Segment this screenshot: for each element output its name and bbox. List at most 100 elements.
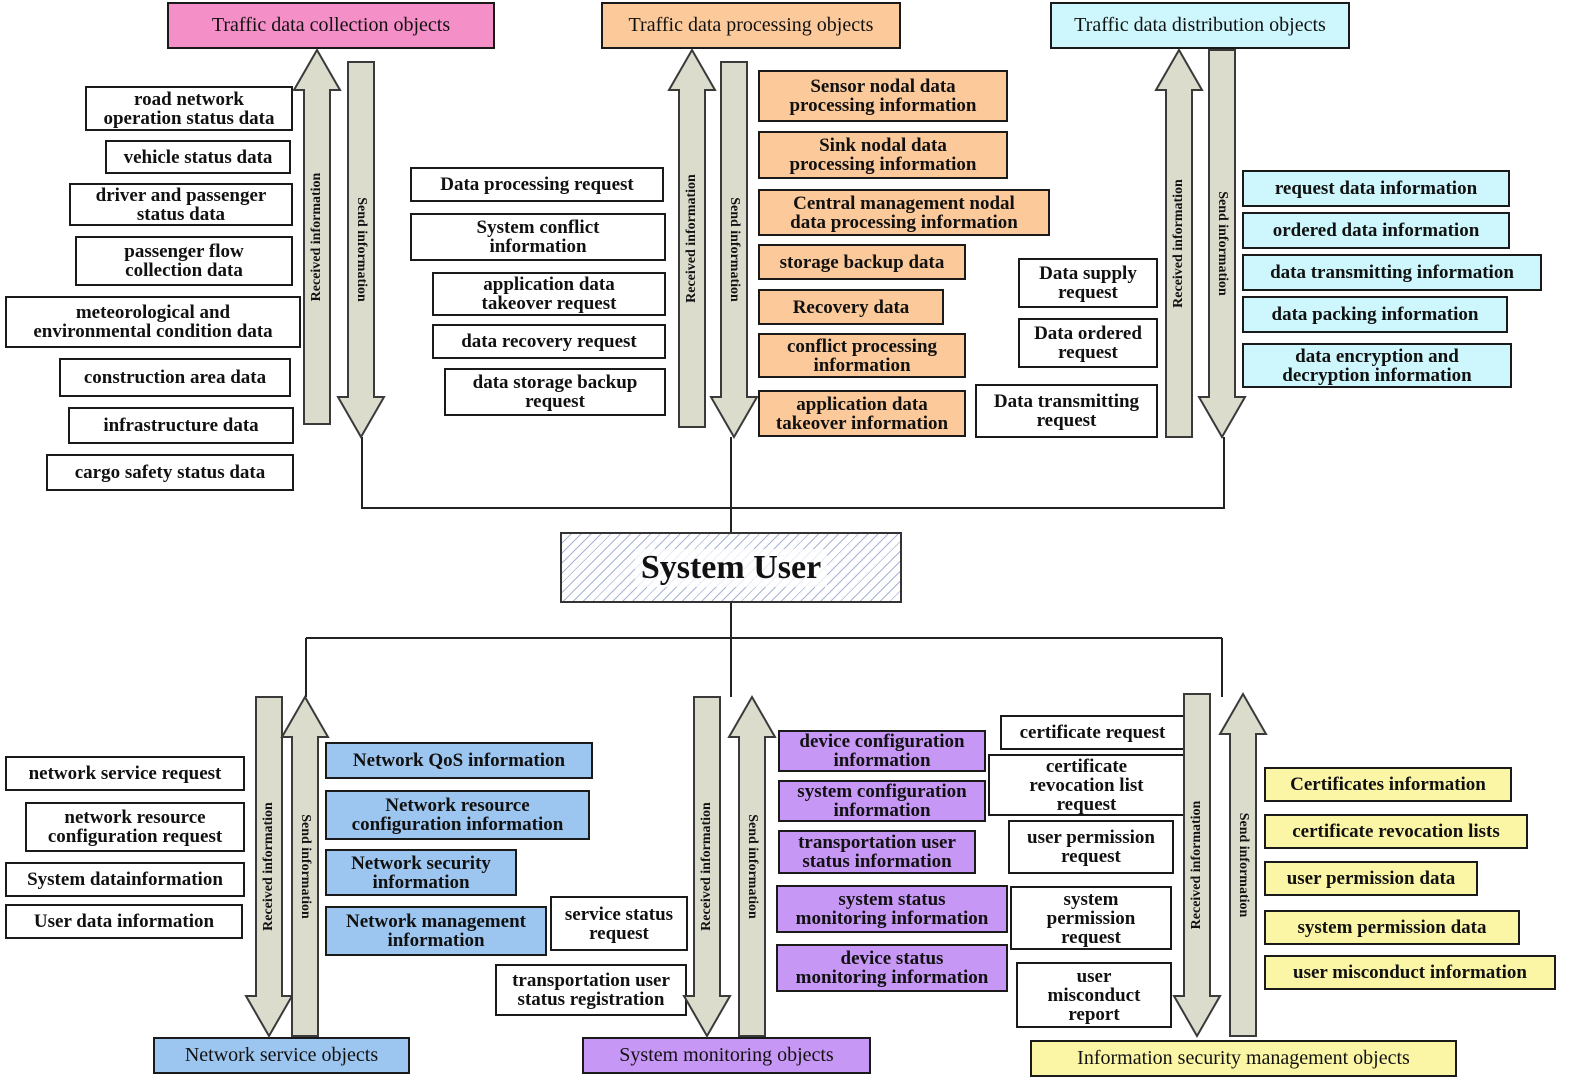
network-received-item: User data information [5, 904, 243, 939]
network-received-label: System datainformation [27, 869, 223, 890]
processing-send-item: application data takeover information [758, 390, 966, 437]
processing-received-label: Data processing request [440, 174, 634, 195]
security-received-label: user misconduct report [1047, 965, 1141, 1025]
network-received-item: network resource configuration request [25, 802, 245, 852]
security-received-item: user permission request [1008, 820, 1174, 874]
security-received-label: user permission request [1027, 827, 1155, 867]
header-network: Network service objects [153, 1037, 410, 1074]
security-send-item: user misconduct information [1264, 955, 1556, 990]
processing-send-label: storage backup data [779, 251, 945, 273]
network-send-item: Network management information [325, 906, 547, 956]
security-send-label: Certificates information [1290, 774, 1486, 795]
network-received-label: network resource configuration request [47, 807, 223, 847]
header-monitoring: System monitoring objects [582, 1037, 871, 1074]
monitoring-send-item: system configuration information [778, 780, 986, 822]
collection-item: infrastructure data [68, 407, 294, 444]
monitoring-send-item: transportation user status information [778, 830, 976, 874]
distribution-send-item: ordered data information [1242, 212, 1510, 249]
processing-send-label: application data takeover information [775, 393, 949, 434]
monitoring-received-label: service status request [564, 903, 674, 944]
security-received-item: user misconduct report [1016, 962, 1172, 1028]
processing-send-label: Sensor nodal data processing information [789, 76, 977, 116]
distribution-received-item: Data ordered request [1018, 318, 1158, 368]
collection-item: meteorological and environmental conditi… [5, 296, 301, 348]
network-send-item: Network QoS information [325, 742, 593, 779]
collection-item-label: vehicle status data [123, 146, 273, 168]
network-send-label: Network management information [346, 911, 526, 951]
monitoring-send-label: transportation user status information [798, 832, 956, 872]
collection-item-label: construction area data [83, 367, 267, 388]
security-received-item: certificate revocation list request [988, 754, 1185, 816]
processing-received-label: data recovery request [461, 331, 637, 352]
network-send-label: Network QoS information [352, 750, 566, 771]
distribution-received-label: Data ordered request [1034, 323, 1142, 363]
processing-received-label: System conflict information [476, 217, 600, 257]
distribution-received-label: Data supply request [1039, 263, 1137, 303]
processing-send-item: conflict processing information [758, 333, 966, 378]
security-send-item: certificate revocation lists [1264, 814, 1528, 849]
header-security: Information security management objects [1030, 1040, 1457, 1077]
processing-received-item: Data processing request [410, 167, 664, 202]
distribution-received-label: Data transmitting request [993, 391, 1140, 431]
collection-item: construction area data [59, 358, 291, 397]
monitoring-send-item: device status monitoring information [776, 944, 1008, 992]
monitoring-received-label: transportation user status registration [512, 970, 670, 1010]
security-send-label: certificate revocation lists [1292, 821, 1500, 842]
collection-item: road network operation status data [85, 86, 293, 131]
collection-item-label: driver and passenger status data [95, 184, 267, 225]
processing-received-item: data recovery request [432, 324, 666, 359]
network-received-label: network service request [28, 763, 222, 784]
monitoring-send-item: system status monitoring information [776, 885, 1008, 933]
distribution-received-item: Data supply request [1018, 258, 1158, 308]
collection-item: driver and passenger status data [69, 183, 293, 226]
header-processing: Traffic data processing objects [601, 2, 901, 49]
processing-send-item: Central management nodal data processing… [758, 189, 1050, 236]
collection-item: vehicle status data [105, 140, 291, 174]
distribution-send-label: ordered data information [1272, 220, 1480, 241]
distribution-send-label: data transmitting information [1270, 262, 1514, 283]
security-send-item: user permission data [1264, 861, 1478, 896]
network-received-label: User data information [33, 911, 215, 932]
system-user-label: System User [634, 548, 828, 587]
monitoring-send-item: device configuration information [778, 730, 986, 772]
system-user-node: System User [560, 532, 902, 603]
distribution-send-item: data transmitting information [1242, 254, 1542, 291]
security-send-item: Certificates information [1264, 767, 1512, 802]
distribution-send-label: data packing information [1271, 304, 1479, 325]
security-received-label: system permission request [1046, 888, 1136, 948]
monitoring-received-item: service status request [550, 896, 688, 951]
collection-item-label: passenger flow collection data [124, 241, 244, 281]
distribution-send-item: data packing information [1242, 296, 1508, 333]
processing-send-item: Sensor nodal data processing information [758, 70, 1008, 122]
monitoring-send-label: system status monitoring information [795, 889, 989, 929]
header-collection: Traffic data collection objects [167, 2, 495, 49]
processing-send-item: Recovery data [758, 289, 944, 325]
collection-item: passenger flow collection data [75, 236, 293, 286]
distribution-received-item: Data transmitting request [975, 384, 1158, 438]
security-send-label: user permission data [1286, 868, 1456, 889]
security-received-item: system permission request [1010, 886, 1172, 950]
collection-item: cargo safety status data [46, 454, 294, 491]
network-received-item: System datainformation [5, 862, 245, 897]
collection-item-label: infrastructure data [103, 415, 259, 436]
monitoring-send-label: device status monitoring information [795, 948, 989, 988]
monitoring-send-label: system configuration information [797, 781, 967, 821]
security-send-item: system permission data [1264, 910, 1520, 945]
processing-send-label: Recovery data [792, 296, 910, 318]
network-send-label: Network security information [351, 852, 491, 893]
processing-received-item: application data takeover request [432, 272, 666, 316]
network-send-item: Network resource configuration informati… [325, 790, 590, 840]
processing-send-label: Central management nodal data processing… [790, 192, 1018, 233]
processing-send-item: storage backup data [758, 244, 966, 280]
processing-send-label: Sink nodal data processing information [789, 135, 977, 175]
security-received-item: certificate request [1000, 715, 1185, 750]
security-send-label: user misconduct information [1293, 962, 1527, 983]
processing-received-label: data storage backup request [472, 372, 638, 412]
monitoring-received-item: transportation user status registration [495, 964, 687, 1016]
network-received-item: network service request [5, 756, 245, 791]
security-send-label: system permission data [1297, 917, 1487, 938]
security-received-label: certificate request [1019, 722, 1166, 743]
distribution-send-item: request data information [1242, 170, 1510, 207]
processing-received-item: System conflict information [410, 213, 666, 261]
